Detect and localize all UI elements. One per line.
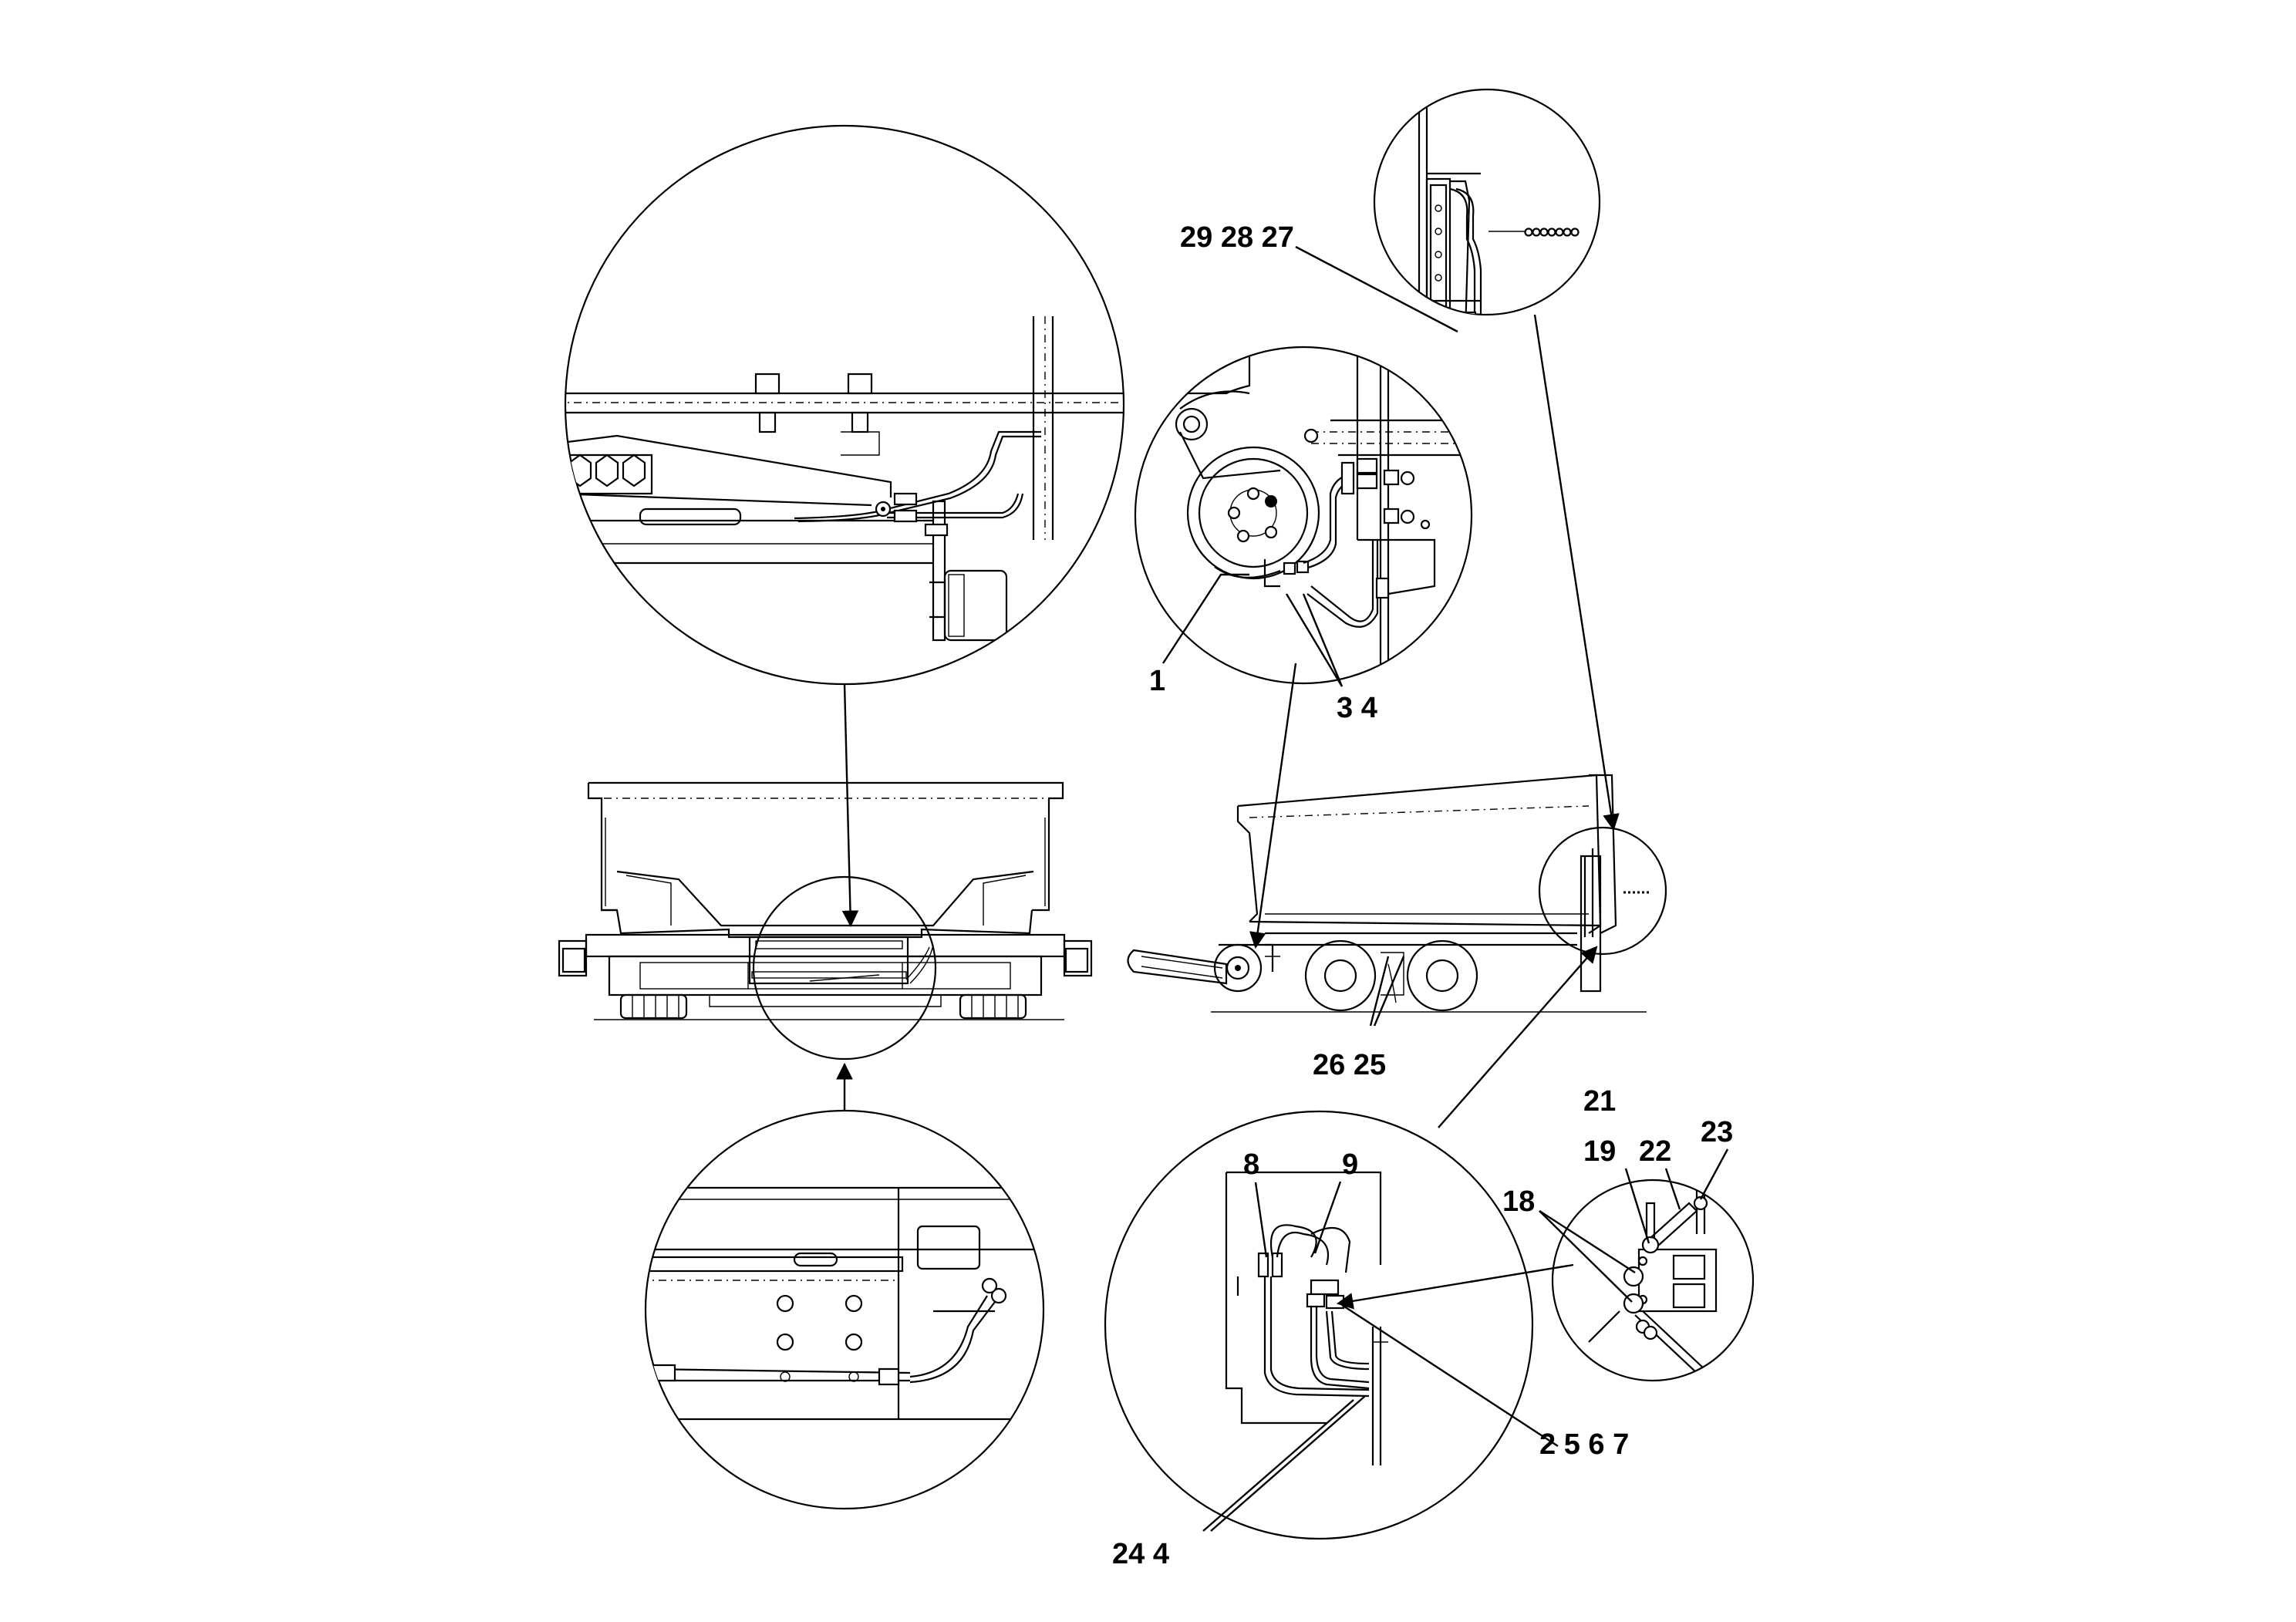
callout-19: 19 (1583, 1135, 1616, 1168)
callout-8: 8 (1243, 1148, 1259, 1181)
callout-1: 1 (1149, 665, 1165, 697)
front-view-hopper (558, 781, 1093, 1061)
callout-26-25: 26 25 (1313, 1049, 1386, 1081)
callout-labels: 29 28 27 1 3 4 26 25 21 19 22 23 18 8 9 … (1112, 221, 1733, 1570)
detail-circle-lower-left (644, 1109, 1045, 1510)
callout-3-4: 3 4 (1337, 692, 1377, 724)
callout-22: 22 (1639, 1135, 1671, 1168)
connector-arrows (836, 314, 1620, 1310)
callout-21: 21 (1583, 1085, 1616, 1118)
detail-circle-top-right (1373, 88, 1601, 316)
callout-29-28-27: 29 28 27 (1180, 221, 1294, 254)
callout-23: 23 (1701, 1116, 1733, 1148)
callout-9: 9 (1342, 1148, 1358, 1181)
detail-circle-upper-left (564, 124, 1125, 686)
detail-circle-wheel-hub (1134, 346, 1473, 685)
detail-circle-valve (1551, 1179, 1755, 1382)
side-view-hopper (1127, 774, 1667, 1013)
callout-18: 18 (1502, 1185, 1535, 1218)
callout-2-5-6-7: 2 5 6 7 (1539, 1428, 1629, 1461)
callout-leaders (1161, 245, 1729, 1532)
detail-circle-lower-right (1104, 1110, 1534, 1540)
callout-24-4: 24 4 (1112, 1538, 1169, 1570)
chain-detail (1524, 228, 1580, 237)
